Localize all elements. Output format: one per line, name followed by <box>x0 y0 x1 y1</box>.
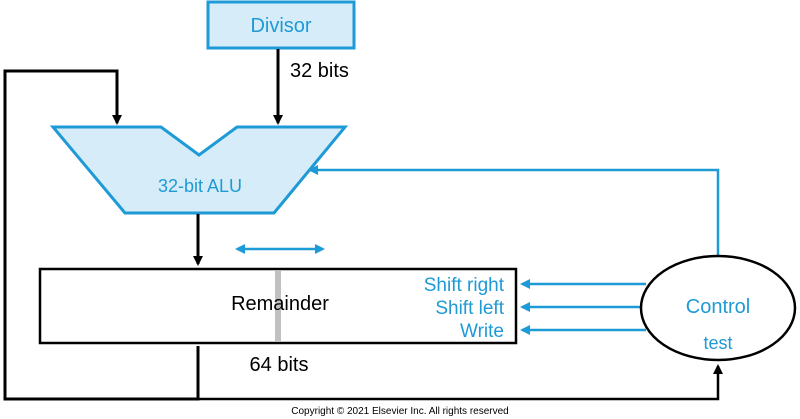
divisor-register: Divisor <box>206 0 356 50</box>
divisor-width-label: 32 bits <box>290 60 349 82</box>
register-half-divider <box>275 270 281 342</box>
control-to-alu-wire <box>308 165 720 257</box>
remainder-feedback-wire <box>3 69 200 401</box>
control-test-label: test <box>703 333 732 353</box>
shift-right-signal-label: Shift right <box>424 275 505 296</box>
remainder-register: Remainder Shift right Shift left Write <box>38 267 518 345</box>
copyright-notice: Copyright © 2021 Elsevier Inc. All right… <box>291 406 508 417</box>
test-wire <box>198 364 723 401</box>
shift-left-signal-label: Shift left <box>435 298 504 319</box>
write-signal-label: Write <box>460 321 504 342</box>
remainder-label: Remainder <box>231 293 329 315</box>
alu-unit: 32-bit ALU <box>49 125 349 215</box>
divisor-label: Divisor <box>250 15 311 37</box>
control-unit: Control test <box>639 254 797 362</box>
remainder-width-label: 64 bits <box>250 354 309 376</box>
alu-label: 32-bit ALU <box>158 176 242 196</box>
control-label: Control <box>686 296 750 318</box>
